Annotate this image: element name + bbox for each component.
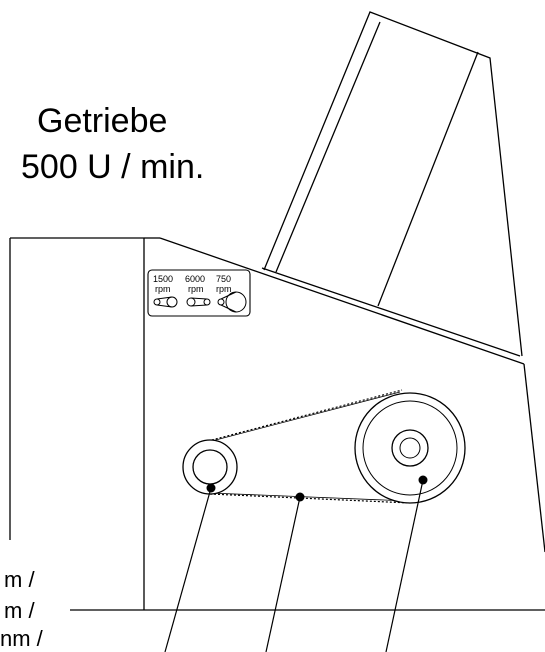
side-label-3: nm / <box>0 626 44 651</box>
speed-label-1-value: 1500 <box>153 274 173 284</box>
hopper <box>263 11 523 357</box>
belt-lower-edge <box>209 492 409 502</box>
speed-plate: 1500 rpm 6000 rpm 750 rpm <box>147 269 251 317</box>
speed-plate-frame <box>147 269 251 317</box>
housing-slope-edge <box>159 237 525 365</box>
belt-position-icon-2 <box>186 297 211 307</box>
housing-slope-inner <box>261 267 521 357</box>
machine-housing <box>9 237 545 611</box>
hopper-inner-edge-right <box>377 51 479 307</box>
leader-lines <box>164 479 424 652</box>
large-pulley <box>354 392 466 504</box>
speed-label-3-unit: rpm <box>216 284 232 294</box>
large-pulley-bore <box>399 437 421 459</box>
belt-position-icon-1 <box>153 296 178 308</box>
housing-right-edge <box>523 363 545 553</box>
small-pulley <box>182 439 238 495</box>
side-label-1: m / <box>4 567 35 592</box>
title-line-2: 500 U / min. <box>21 148 204 186</box>
speed-label-2-value: 6000 <box>185 274 205 284</box>
belt-upper-run <box>207 389 403 442</box>
large-pulley-rim <box>362 400 458 496</box>
hopper-inner-edge-left <box>275 21 381 273</box>
leader-line-1 <box>164 487 212 652</box>
belt-drive <box>182 389 466 504</box>
speed-label-2-unit: rpm <box>188 284 204 294</box>
large-pulley-hub <box>391 429 429 467</box>
speed-label-1-unit: rpm <box>155 284 171 294</box>
belt-position-icon-3 <box>217 291 247 313</box>
leader-line-2 <box>265 496 301 652</box>
belt-upper-edge <box>207 391 401 443</box>
belt-lower-run <box>209 493 411 504</box>
side-label-2: m / <box>4 598 35 623</box>
hopper-outline <box>263 11 523 357</box>
speed-label-3-value: 750 <box>216 274 231 284</box>
leader-line-3 <box>385 479 424 652</box>
title-line-1: Getriebe <box>37 102 167 140</box>
